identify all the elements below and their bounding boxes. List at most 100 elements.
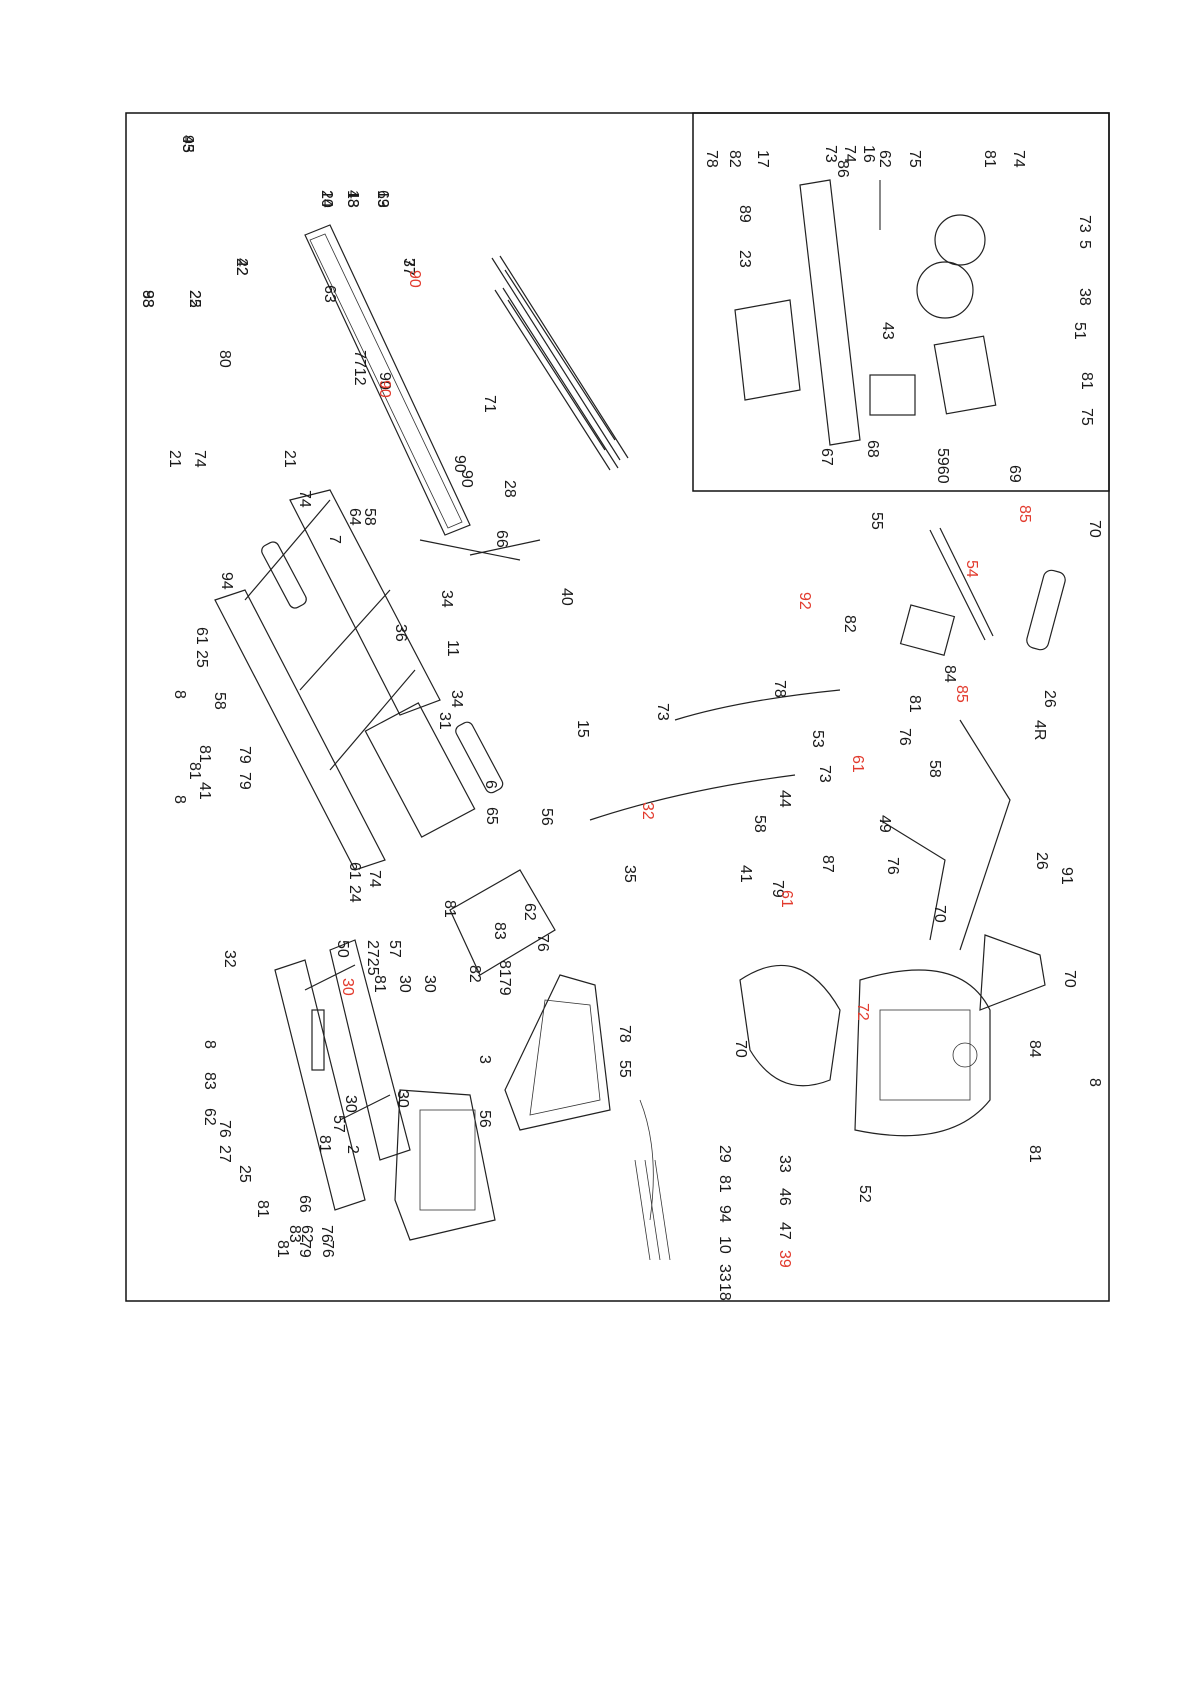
callout-label: 8: [1086, 1078, 1103, 1087]
callout-label: 93: [179, 135, 196, 153]
callout-label: 91: [1058, 867, 1075, 885]
callout-label: 49: [876, 815, 893, 833]
callout-label: 78: [616, 1025, 633, 1043]
callout-label: 67: [818, 448, 835, 466]
callout-label: 4R: [1031, 720, 1048, 740]
callout-label: 94: [716, 1205, 733, 1223]
callout-label: 11: [444, 640, 461, 657]
callout-label: 8179: [496, 960, 513, 996]
callout-label: 24: [346, 885, 363, 903]
callout-label: 62: [876, 150, 893, 168]
callout-label: 62: [298, 1225, 315, 1243]
callout-label: 26: [1041, 690, 1058, 708]
callout-label: 30: [396, 975, 413, 993]
callout-label: 68: [864, 440, 881, 458]
upright: [879, 719, 1011, 951]
callout-label: 3: [476, 1055, 493, 1064]
callout-label: 26: [1033, 852, 1050, 870]
callout-label: 2: [344, 1145, 361, 1154]
callout-label: 45: [179, 135, 196, 153]
callout-label: 30: [342, 1095, 359, 1113]
callout-label: 62: [521, 903, 538, 921]
callout-label: 81: [981, 150, 998, 168]
callout-label: 84: [941, 665, 958, 683]
callout-label: 7: [326, 535, 343, 544]
callout-label: 88: [139, 290, 156, 308]
callout-label: 56: [476, 1110, 493, 1128]
callout-label: 70: [931, 905, 948, 923]
crossbar: [449, 869, 556, 976]
callout-label: 76: [216, 1120, 233, 1138]
callout-label: 81: [371, 975, 388, 993]
side-rails: [491, 255, 629, 471]
callout-label: 73: [1076, 215, 1093, 233]
console-back: [739, 964, 841, 1087]
callout-label: 79: [769, 880, 786, 898]
callout-label: 76: [318, 1225, 335, 1243]
callout-label: 92: [796, 592, 813, 610]
callout-label: 30: [339, 978, 356, 996]
callout-label: 78: [703, 150, 720, 168]
callout-label: 6: [482, 780, 499, 789]
callout-label: 51: [1071, 322, 1088, 340]
callout-label: 62: [201, 1108, 218, 1126]
callout-label: 17: [754, 150, 771, 168]
callout-label: 34: [448, 690, 465, 708]
callout-label: 33: [716, 1264, 733, 1282]
callout-label: 18: [716, 1283, 733, 1301]
callout-label: 35: [621, 865, 638, 883]
callout-label: 76: [534, 934, 551, 952]
callout-label: 58: [926, 760, 943, 778]
callout-label: 76: [319, 1240, 336, 1258]
callout-label: 65: [483, 807, 500, 825]
callout-label: 90: [376, 372, 393, 390]
callout-label: 57: [330, 1115, 347, 1133]
callout-label: 74: [1010, 150, 1027, 168]
handrails: [589, 527, 994, 821]
callout-label: 34: [438, 590, 455, 608]
callout-label: 25: [236, 1165, 253, 1183]
callout-label: 8: [171, 690, 188, 699]
callout-label: 93: [139, 290, 156, 308]
callout-label: 25: [193, 650, 210, 668]
callout-label: 90: [458, 470, 475, 488]
callout-label: 82: [841, 615, 858, 633]
callout-label: 22: [233, 258, 250, 276]
callout-label: 19: [374, 190, 391, 208]
callout-label: 83: [491, 922, 508, 940]
callout-label: 30: [421, 975, 438, 993]
callout-label: 61: [346, 862, 363, 880]
callout-label: 22: [186, 290, 203, 308]
callout-label: 79: [236, 746, 253, 764]
callout-label: 81: [316, 1135, 333, 1153]
callout-label: 69: [1006, 465, 1023, 483]
callout-label: 73: [816, 765, 833, 783]
callout-label: 38: [1076, 288, 1093, 306]
callout-label: 94: [218, 572, 235, 590]
callout-label: 74: [296, 490, 313, 508]
callout-label: 50: [334, 940, 351, 958]
callout-label: 80: [216, 350, 233, 368]
callout-label: 58: [361, 508, 378, 526]
callout-label: 20: [318, 190, 335, 208]
callout-label: 75: [906, 150, 923, 168]
callout-label: 78: [771, 680, 788, 698]
base-frame: [214, 489, 476, 871]
callout-label: 43: [879, 322, 896, 340]
callout-label: 64: [346, 508, 363, 526]
callout-label: 81: [716, 1175, 733, 1193]
callout-label: 48: [344, 190, 361, 208]
outer-frame: [125, 112, 1110, 1302]
callout-label: 63: [374, 190, 391, 208]
callout-label: 53: [809, 730, 826, 748]
callout-label: 81: [274, 1240, 291, 1258]
callout-label: 58: [211, 692, 228, 710]
callout-label: 14: [318, 190, 335, 208]
callout-label: 81: [906, 695, 923, 713]
callout-label: 8: [171, 795, 188, 804]
callout-label: 47: [776, 1222, 793, 1240]
callout-label: 56: [538, 808, 555, 826]
callout-label: 16: [860, 145, 877, 163]
callout-label: 81: [1078, 372, 1095, 390]
callout-label: 61: [849, 755, 866, 773]
